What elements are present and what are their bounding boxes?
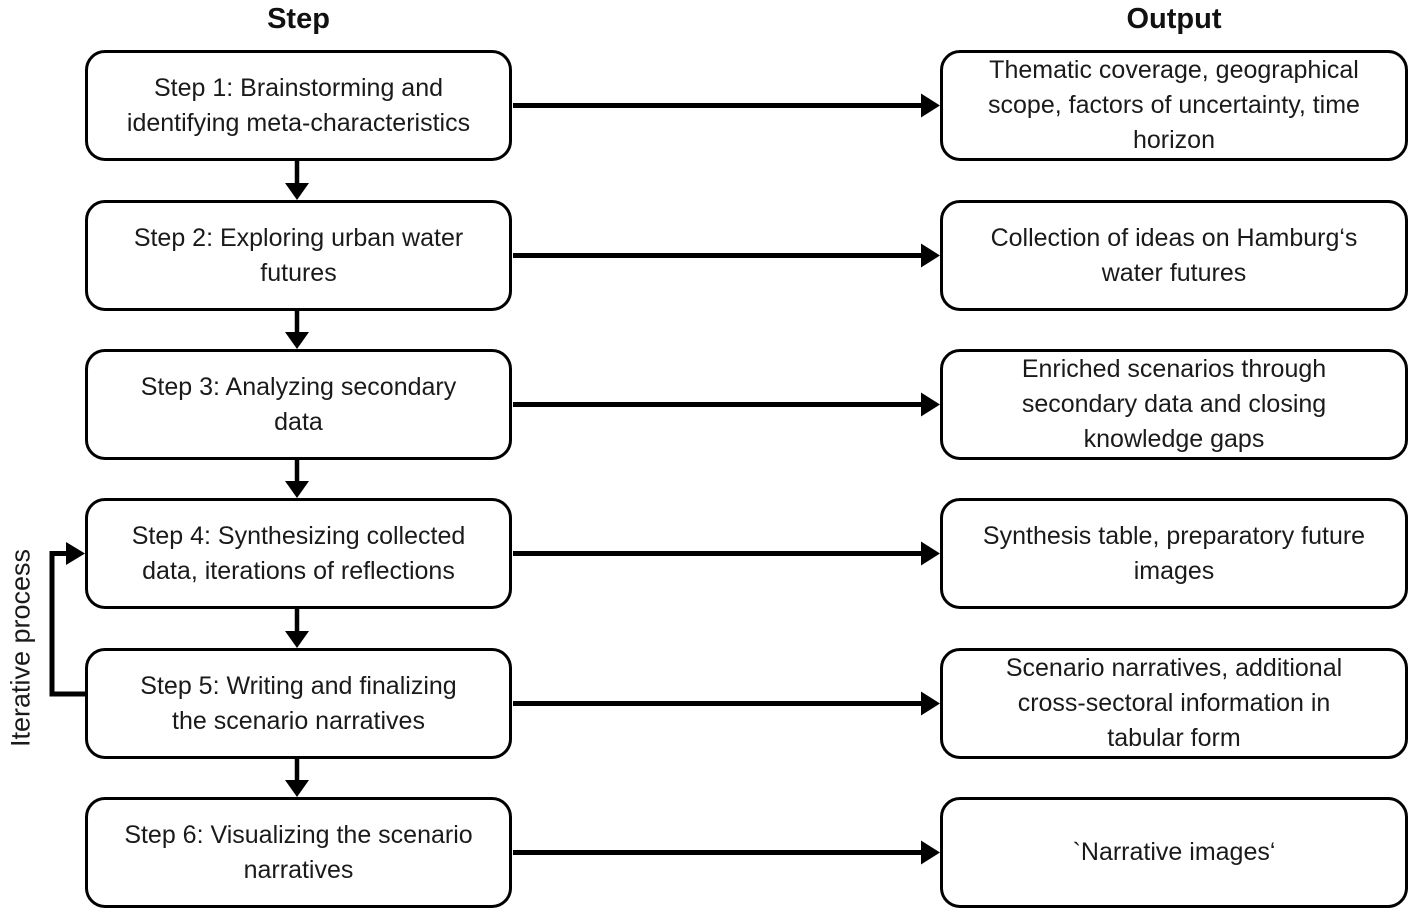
- output-box-1: Thematic coverage, geographical scope, f…: [940, 50, 1408, 161]
- arrow-step4-to-output4-icon: [513, 541, 940, 566]
- output-box-2: Collection of ideas on Hamburg‘s water f…: [940, 200, 1408, 311]
- iterative-process-label: Iterative process: [5, 548, 36, 748]
- arrow-step2-to-output2-icon: [513, 243, 940, 268]
- arrow-step2-to-step3-icon: [285, 311, 309, 349]
- arrow-step1-to-step2-icon: [285, 161, 309, 200]
- arrow-step3-to-output3-icon: [513, 392, 940, 417]
- step-box-5: Step 5: Writing and finalizing the scena…: [85, 648, 512, 759]
- arrow-step3-to-step4-icon: [285, 460, 309, 498]
- arrow-step5-to-output5-icon: [513, 691, 940, 716]
- iterative-loop-arrow-icon: [49, 542, 86, 697]
- arrow-step1-to-output1-icon: [513, 93, 940, 118]
- arrow-step4-to-step5-icon: [285, 609, 309, 648]
- step-box-6: Step 6: Visualizing the scenario narrati…: [85, 797, 512, 908]
- column-header-output: Output: [1126, 3, 1222, 35]
- step-box-2: Step 2: Exploring urban water futures: [85, 200, 512, 311]
- output-box-3: Enriched scenarios through secondary dat…: [940, 349, 1408, 460]
- step-box-3: Step 3: Analyzing secondary data: [85, 349, 512, 460]
- arrow-step5-to-step6-icon: [285, 759, 309, 797]
- output-box-5: Scenario narratives, additional cross-se…: [940, 648, 1408, 759]
- output-box-4: Synthesis table, preparatory future imag…: [940, 498, 1408, 609]
- step-box-1: Step 1: Brainstorming and identifying me…: [85, 50, 512, 161]
- column-header-step: Step: [267, 3, 330, 35]
- step-box-4: Step 4: Synthesizing collected data, ite…: [85, 498, 512, 609]
- output-box-6: `Narrative images‘: [940, 797, 1408, 908]
- arrow-step6-to-output6-icon: [513, 840, 940, 865]
